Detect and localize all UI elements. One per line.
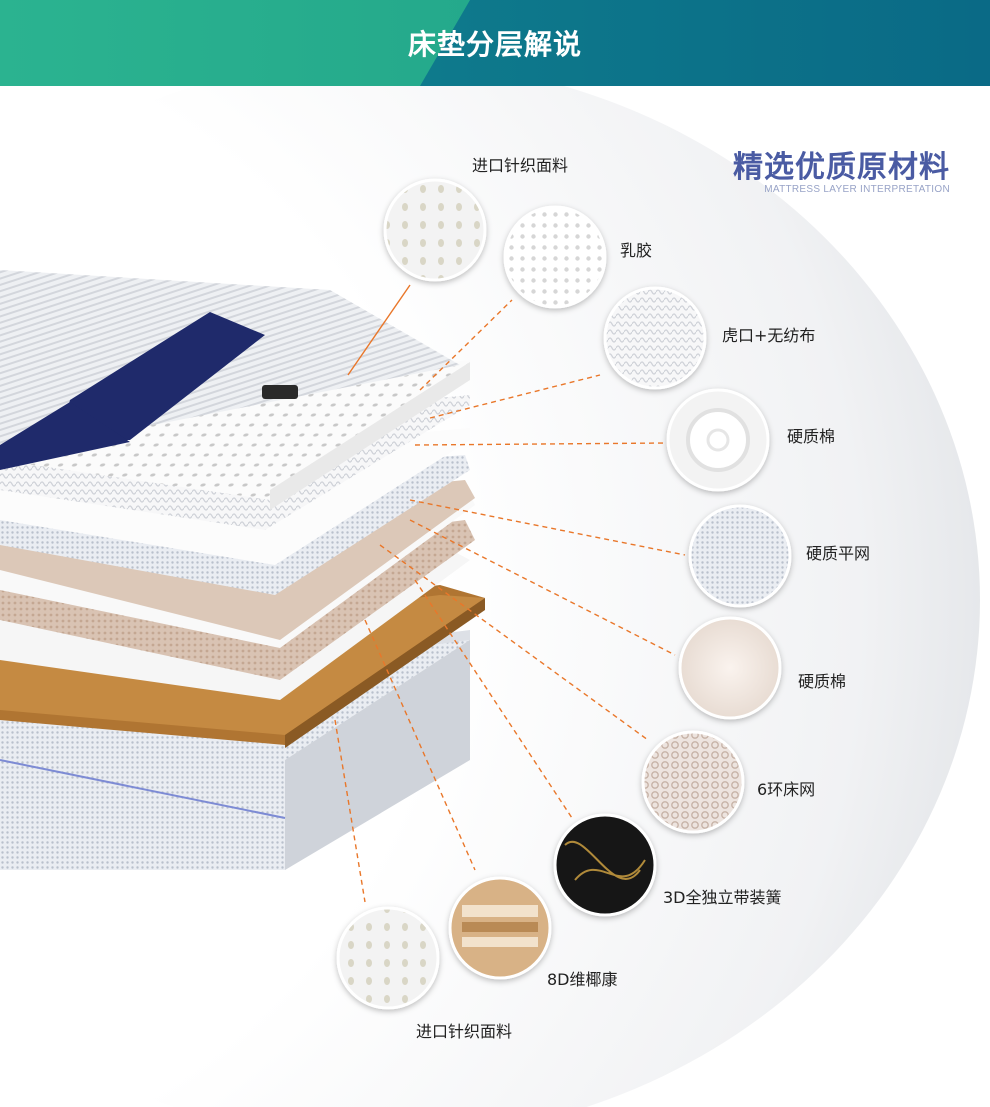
leader-lines [334, 284, 686, 903]
mattress-stack [0, 270, 485, 870]
swatch-knit-fabric-top [383, 178, 487, 282]
label-ring-mesh: 6环床网 [757, 780, 816, 799]
heading-subtitle: MATTRESS LAYER INTERPRETATION [764, 184, 950, 195]
heading-title: 精选优质原材料 [733, 150, 950, 185]
label-pocket-springs: 3D全独立带装簧 [663, 888, 782, 907]
swatch-hard-cotton-sheet [678, 616, 782, 720]
swatch-details [462, 408, 750, 947]
swatch-ring-mesh [641, 730, 745, 834]
swatch-latex [503, 205, 607, 309]
mattress-illustration [0, 86, 980, 1107]
swatch-non-woven [603, 286, 707, 390]
section-heading: 精选优质原材料 MATTRESS LAYER INTERPRETATION [733, 142, 950, 195]
label-latex: 乳胶 [620, 241, 653, 260]
label-non-woven: 虎口+无纺布 [722, 326, 816, 345]
label-flat-mesh: 硬质平网 [806, 544, 871, 563]
banner-title: 床垫分层解说 [407, 28, 582, 61]
swatch-knit-fabric-bottom [336, 906, 440, 1010]
banner-background [0, 0, 990, 86]
swatch-flat-mesh [688, 504, 792, 608]
header-banner: 床垫分层解说 [0, 0, 990, 86]
label-knit-fabric-bottom: 进口针织面料 [416, 1022, 513, 1041]
swatch-pocket-springs [553, 813, 657, 917]
label-hard-cotton-sheet: 硬质棉 [798, 672, 847, 691]
label-knit-fabric-top: 进口针织面料 [472, 156, 569, 175]
label-hard-cotton-roll: 硬质棉 [787, 427, 836, 446]
label-coconut-fiber: 8D维椰康 [547, 970, 618, 989]
